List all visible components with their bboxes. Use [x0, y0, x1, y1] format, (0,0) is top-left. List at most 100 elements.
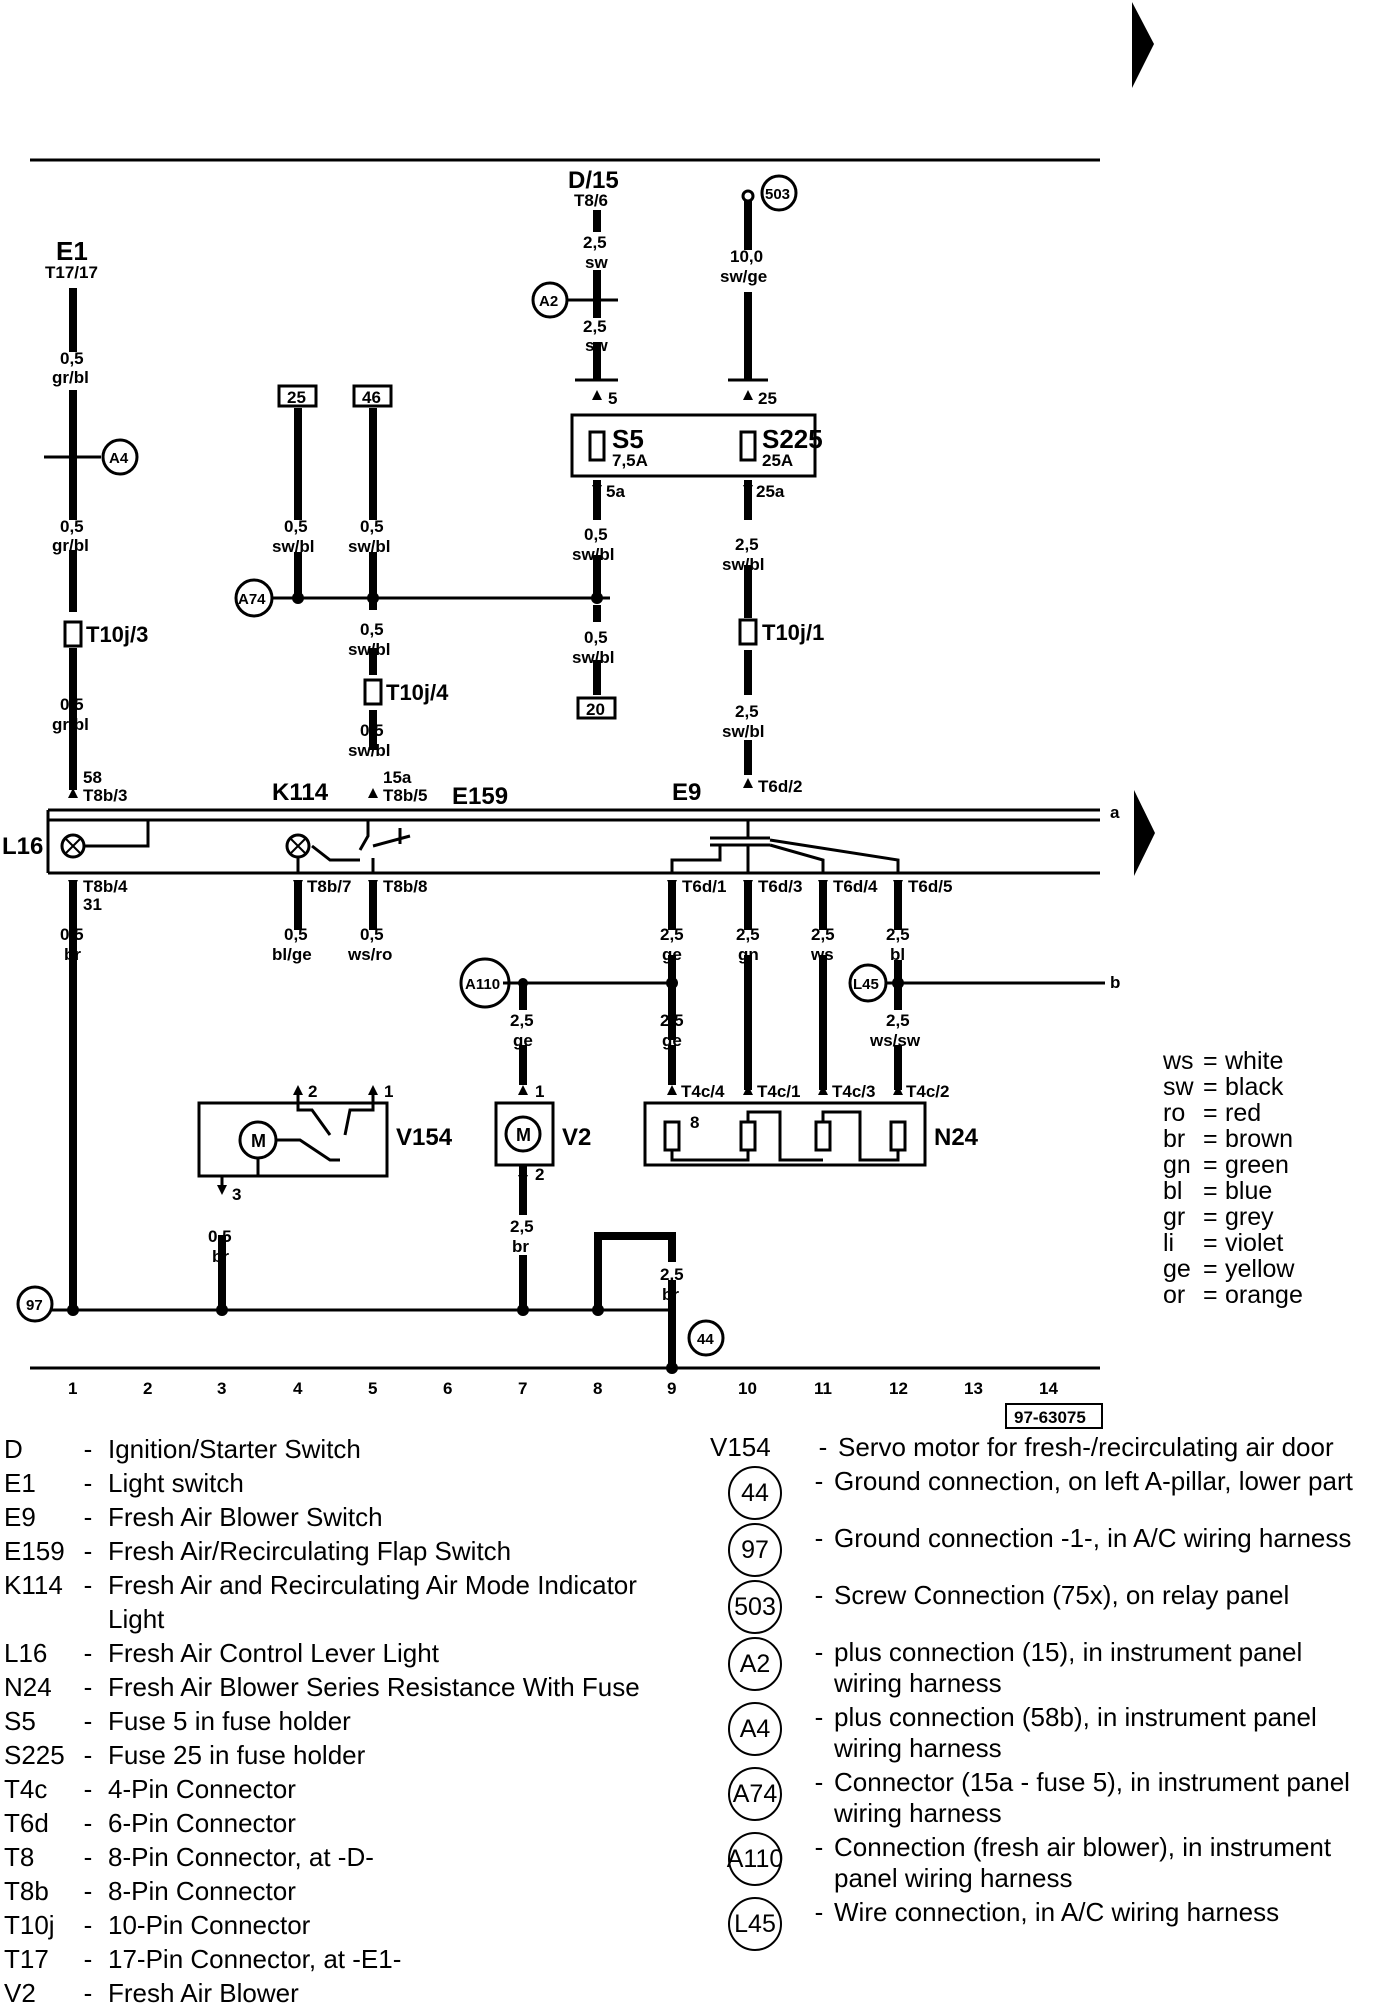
legend-code: T8	[4, 1842, 35, 1872]
wire-color: sw/bl	[572, 545, 615, 564]
v2-label: V2	[562, 1124, 591, 1151]
color-key-row: br=brown	[1163, 1126, 1303, 1152]
pin-label: 8	[690, 1113, 699, 1132]
wire-size: 2,5	[735, 702, 759, 721]
track-number: 3	[217, 1379, 226, 1398]
wire-color: ge	[662, 1031, 682, 1050]
legend-dash: -	[814, 1767, 824, 1797]
wire-color: sw/ge	[720, 267, 767, 286]
wire-size: 10,0	[730, 247, 763, 266]
pin-label: 3	[232, 1185, 241, 1204]
line-a-arrow-icon	[1134, 790, 1155, 876]
wire-color: gr/bl	[52, 368, 89, 387]
pin-label: 2	[308, 1082, 317, 1101]
wire-size: 0,5	[360, 721, 384, 740]
wire-size: 2,5	[811, 925, 835, 944]
legend-dash: -	[83, 1842, 93, 1872]
wire-color: sw/bl	[348, 640, 391, 659]
wire-size: 0,5	[360, 620, 384, 639]
legend-text: 6-Pin Connector	[108, 1808, 296, 1838]
legend-row: T8b-8-Pin Connector	[4, 1874, 684, 1908]
pin-label: T4c/1	[757, 1082, 800, 1101]
wire-size: 2,5	[583, 233, 607, 252]
wire-color: sw	[585, 336, 608, 355]
wire-size: 0,5	[60, 517, 84, 536]
legend-row: V154-Servo motor for fresh-/recirculatin…	[706, 1432, 1376, 1463]
legend-text: 17-Pin Connector, at -E1-	[108, 1944, 402, 1974]
legend-code: E159	[4, 1536, 65, 1566]
color-key-row: bl=blue	[1163, 1178, 1303, 1204]
e9-label: E9	[672, 779, 701, 806]
color-key-row: ws=white	[1163, 1048, 1303, 1074]
legend-dash: -	[83, 1808, 93, 1838]
track-number: 5	[368, 1379, 377, 1398]
equals-sign: =	[1203, 1073, 1218, 1101]
legend-dash: -	[83, 1876, 93, 1906]
pin-label: T6d/4	[833, 877, 878, 896]
color-code: ws	[1163, 1047, 1194, 1075]
color-key-row: or=orange	[1163, 1282, 1303, 1308]
fuse-s5-symbol	[588, 430, 606, 462]
t10j4-label: T10j/4	[386, 680, 449, 705]
terminal-d15: D/15	[568, 167, 619, 194]
legend-dash: -	[83, 1910, 93, 1940]
color-name: orange	[1225, 1281, 1303, 1309]
pin-label: 31	[83, 895, 102, 914]
equals-sign: =	[1203, 1255, 1218, 1283]
legend-dash: -	[83, 1570, 93, 1600]
fuse-s5-rating: 7,5A	[612, 451, 648, 470]
wire-size: 2,5	[735, 535, 759, 554]
legend-connector-icon: 44	[728, 1466, 782, 1520]
wire-color: bl/ge	[272, 945, 312, 964]
wire-color: ws/ro	[347, 945, 392, 964]
legend-text: Connection (fresh air blower), in instru…	[834, 1832, 1332, 1893]
legend-connector-icon: 503	[728, 1580, 782, 1634]
fuse-s225-symbol	[739, 430, 757, 462]
next-page-arrow-icon[interactable]	[1132, 2, 1154, 88]
legend-text: Connector (15a - fuse 5), in instrument …	[834, 1767, 1350, 1828]
legend-text: Servo motor for fresh-/recirculating air…	[838, 1432, 1334, 1462]
legend-text: Fresh Air Blower Series Resistance With …	[108, 1672, 640, 1702]
wire-size: 0,5	[60, 695, 84, 714]
wire-size: 2,5	[510, 1011, 534, 1030]
pin-label: 15a	[383, 768, 412, 787]
wire-color: br	[662, 1285, 679, 1304]
wire-color: sw/bl	[272, 537, 315, 556]
pin-label: T4c/4	[681, 1082, 725, 1101]
legend-code: V2	[4, 1978, 36, 2008]
connector-a74-label: A74	[238, 591, 266, 608]
track-number: 12	[889, 1379, 908, 1398]
equals-sign: =	[1203, 1203, 1218, 1231]
wire-size: 0,5	[208, 1227, 232, 1246]
pin-label: T6d/1	[682, 877, 726, 896]
legend-row: A4-plus connection (58b), in instrument …	[706, 1702, 1376, 1764]
wire-color: br	[512, 1237, 529, 1256]
pin-label: 1	[384, 1082, 393, 1101]
legend-row: T8-8-Pin Connector, at -D-	[4, 1840, 684, 1874]
legend-text: plus connection (58b), in instrument pan…	[834, 1702, 1317, 1763]
wire-color: gn	[738, 945, 759, 964]
pin-label: T6d/2	[758, 777, 802, 796]
color-name: blue	[1225, 1177, 1273, 1205]
legend-code: T17	[4, 1944, 49, 1974]
legend-dash: -	[814, 1897, 824, 1927]
legend-text: Ground connection -1-, in A/C wiring har…	[834, 1523, 1352, 1553]
legend-row: S225-Fuse 25 in fuse holder	[4, 1738, 684, 1772]
pin-label: T8b/4	[83, 877, 128, 896]
wire-color: sw/bl	[572, 648, 615, 667]
legend-row: E9-Fresh Air Blower Switch	[4, 1500, 684, 1534]
thin-wire-group	[30, 298, 1105, 1370]
legend-text: Fuse 5 in fuse holder	[108, 1706, 351, 1736]
equals-sign: =	[1203, 1151, 1218, 1179]
wire-color: bl	[890, 945, 905, 964]
wire-size: 2,5	[583, 317, 607, 336]
e9-switch-symbol	[670, 820, 900, 873]
legend-text: Wire connection, in A/C wiring harness	[834, 1897, 1280, 1927]
color-name: green	[1225, 1151, 1289, 1179]
track-number: 14	[1039, 1379, 1058, 1398]
color-code: bl	[1163, 1177, 1183, 1205]
t10j1-label: T10j/1	[762, 620, 824, 645]
track-number: 1	[68, 1379, 77, 1398]
legend-text: Fresh Air and Recirculating Air Mode Ind…	[108, 1570, 637, 1634]
